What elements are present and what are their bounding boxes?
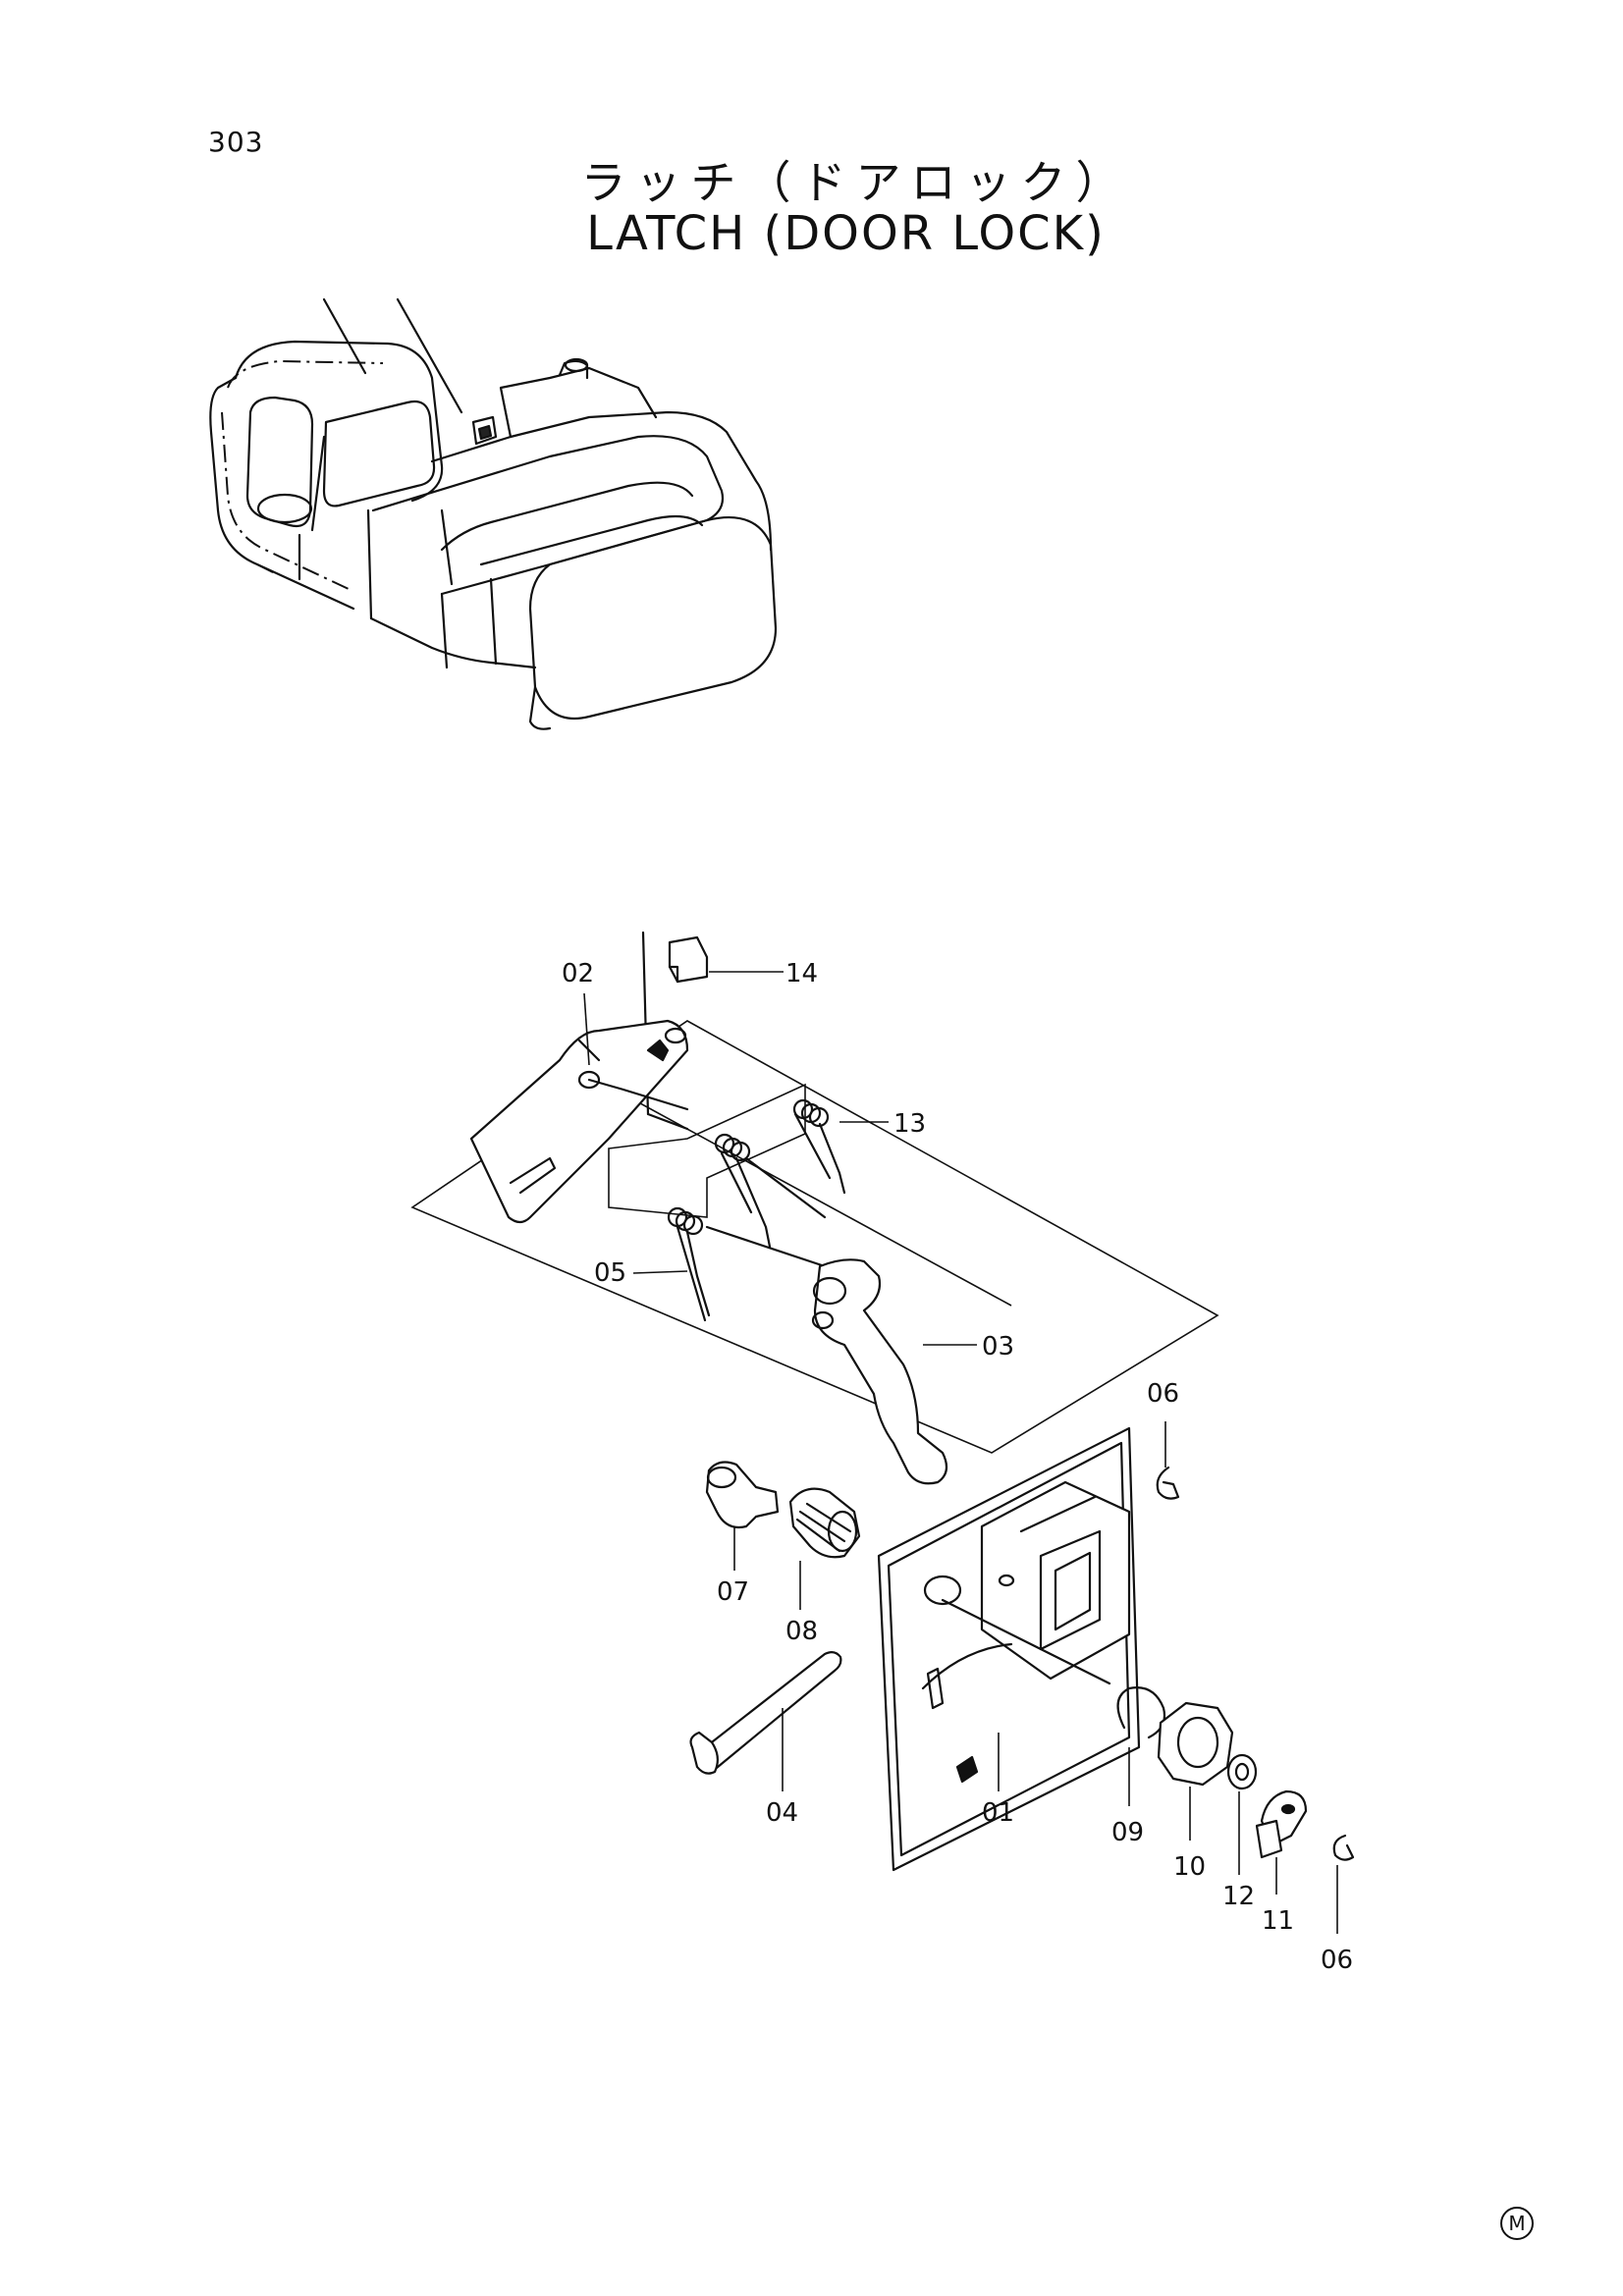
callout-13: 13	[893, 1109, 926, 1139]
title-japanese: ラッチ（ドアロック）	[580, 156, 1131, 209]
page-number: 303	[208, 126, 264, 158]
callout-05: 05	[594, 1258, 626, 1288]
latch-exploded-view	[410, 931, 1355, 1872]
callout-03: 03	[982, 1332, 1014, 1362]
spring-05-a	[714, 1133, 772, 1249]
callout-08: 08	[785, 1617, 818, 1646]
machine-overview-illustration	[209, 297, 778, 730]
callout-02: 02	[562, 959, 594, 988]
callout-07: 07	[717, 1577, 749, 1607]
callout-10: 10	[1173, 1852, 1206, 1882]
callouts: 02 14 13 05 03 06 07 08 04 01 09 10 12 1…	[562, 959, 1353, 1975]
callout-12: 12	[1222, 1882, 1255, 1911]
spring-05-b	[667, 1206, 711, 1322]
callout-09: 09	[1111, 1818, 1144, 1847]
callout-01: 01	[982, 1798, 1014, 1828]
callout-11: 11	[1262, 1906, 1294, 1936]
callout-04: 04	[766, 1798, 798, 1828]
callout-06-bottom: 06	[1321, 1946, 1353, 1975]
callout-06-top: 06	[1147, 1379, 1179, 1409]
callout-14: 14	[785, 959, 818, 988]
manufacturer-mark: M	[1500, 2207, 1534, 2240]
spring-13	[792, 1098, 846, 1195]
title-english: LATCH (DOOR LOCK)	[586, 206, 1106, 261]
